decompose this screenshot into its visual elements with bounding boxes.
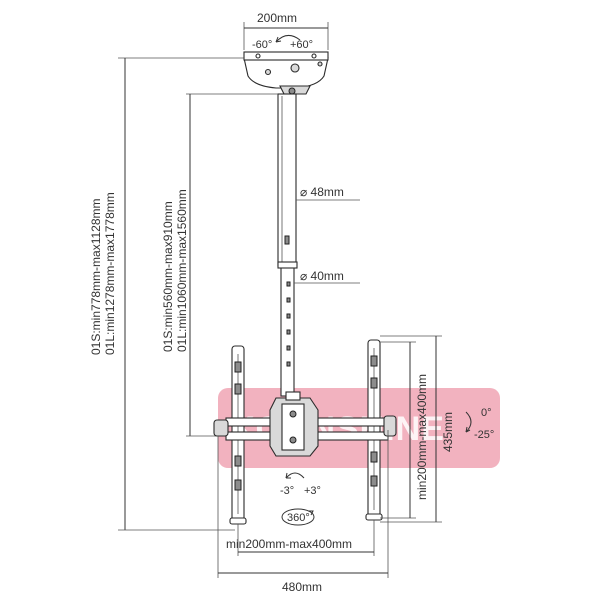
rotate-right-label: +3°: [304, 485, 321, 497]
rotate-360-label: 360°: [287, 512, 310, 524]
right-vesa-arm: [365, 339, 383, 521]
pole-height-l-label: 01L:min1060mm-max1560mm: [175, 189, 189, 352]
vesa-height-label: min200mm-max400mm: [415, 374, 429, 500]
top-width-label: 200mm: [257, 11, 297, 25]
tilt-arrow-icon: [465, 411, 472, 433]
swivel-left-label: -60°: [252, 39, 272, 51]
vesa-width-label: min200mm-max400mm: [226, 537, 352, 551]
tilt-up-label: 0°: [481, 407, 492, 419]
tilt-down-label: -25°: [474, 429, 494, 441]
swivel-arrow-icon: [275, 35, 301, 43]
pole-height-s-label: 01S:min560mm-max910mm: [161, 201, 175, 352]
ceiling-plate: [243, 51, 329, 95]
cross-bar-assembly: [213, 391, 397, 457]
tube-outer-label: ⌀ 48mm: [300, 185, 344, 199]
bracket-height-label: 435mm: [441, 412, 455, 452]
outer-tube: [277, 93, 297, 267]
tube-inner-label: ⌀ 40mm: [300, 269, 344, 283]
rotate-left-label: -3°: [280, 485, 294, 497]
overall-width-label: 480mm: [282, 580, 322, 594]
inner-tube: [277, 261, 298, 397]
watermark-text: KOONSHINE: [230, 410, 445, 448]
overall-height-s-label: 01S:min778mm-max1128mm: [89, 198, 103, 355]
rotate-360-icon: [281, 508, 315, 526]
swivel-right-label: +60°: [290, 39, 313, 51]
overall-height-l-label: 01L:min1278mm-max1778mm: [103, 192, 117, 355]
rotate-arrow-icon: [285, 472, 305, 479]
